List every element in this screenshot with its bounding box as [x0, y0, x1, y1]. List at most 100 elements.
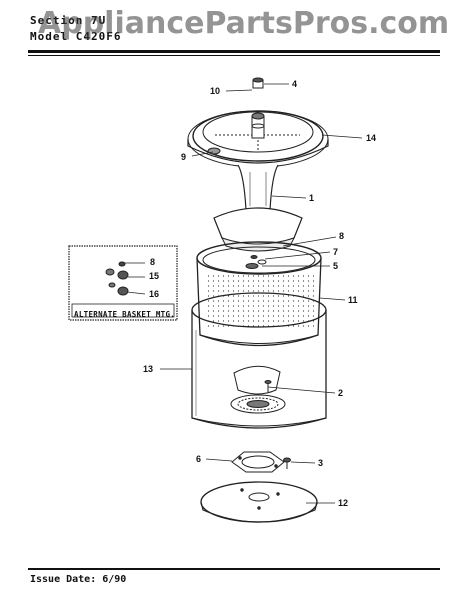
- perforation-dot: [247, 310, 250, 312]
- perforation-dot: [247, 305, 250, 307]
- perforation-dot: [247, 315, 250, 317]
- perforation-dot: [207, 300, 210, 302]
- perforation-dot: [227, 290, 230, 292]
- perforation-dot: [242, 290, 245, 292]
- perforation-dot: [207, 295, 210, 297]
- perforation-dot: [242, 315, 245, 317]
- perforation-dot: [302, 285, 305, 287]
- perforation-dot: [242, 310, 245, 312]
- perforation-dot: [252, 290, 255, 292]
- perforation-dot: [277, 305, 280, 307]
- perforation-dot: [257, 280, 260, 282]
- perforation-dot: [247, 285, 250, 287]
- perforation-dot: [312, 305, 315, 307]
- perforation-dot: [297, 315, 300, 317]
- perforation-dot: [267, 290, 270, 292]
- perforation-dot: [262, 300, 265, 302]
- perforation-dot: [217, 310, 220, 312]
- perforation-dot: [282, 275, 285, 277]
- perforation-dot: [232, 275, 235, 277]
- perforation-dot: [257, 275, 260, 277]
- perforation-dot: [287, 280, 290, 282]
- perforation-dot: [267, 320, 270, 322]
- perforation-dot: [292, 285, 295, 287]
- perforation-dot: [277, 295, 280, 297]
- perforation-dot: [297, 300, 300, 302]
- perforation-dot: [302, 290, 305, 292]
- perforation-dot: [262, 315, 265, 317]
- perforation-dot: [277, 300, 280, 302]
- perforation-dot: [272, 285, 275, 287]
- perforation-dot: [237, 315, 240, 317]
- perforation-dot: [217, 320, 220, 322]
- perforation-dot: [312, 315, 315, 317]
- perforation-dot: [302, 315, 305, 317]
- footer-rule: [28, 568, 440, 570]
- perforation-dot: [302, 325, 305, 327]
- perforation-dot: [282, 320, 285, 322]
- perforation-dot: [207, 305, 210, 307]
- part-6-gasket: [231, 451, 285, 473]
- perforation-dot: [282, 295, 285, 297]
- perforation-dot: [242, 305, 245, 307]
- perforation-dot: [262, 275, 265, 277]
- part-8-7-5-hub-hardware: [245, 255, 267, 269]
- perforation-dot: [297, 285, 300, 287]
- callout-inset-8: 8: [150, 257, 156, 267]
- perforation-dot: [222, 310, 225, 312]
- perforation-dot: [242, 300, 245, 302]
- perforation-dot: [242, 275, 245, 277]
- perforation-dot: [287, 285, 290, 287]
- perforation-dot: [307, 305, 310, 307]
- perforation-dot: [307, 325, 310, 327]
- callout-7: 7: [333, 247, 339, 257]
- perforation-dot: [312, 290, 315, 292]
- perforation-dot: [227, 285, 230, 287]
- perforation-dot: [252, 280, 255, 282]
- perforation-dot: [272, 295, 275, 297]
- callout-6: 6: [196, 454, 202, 464]
- perforation-dot: [217, 285, 220, 287]
- perforation-dot: [227, 320, 230, 322]
- perforation-dot: [267, 310, 270, 312]
- perforation-dot: [237, 275, 240, 277]
- callout-2: 2: [338, 388, 344, 398]
- perforation-dot: [257, 295, 260, 297]
- part-1-agitator: [213, 164, 303, 252]
- perforation-dot: [222, 285, 225, 287]
- perforation-dot: [262, 320, 265, 322]
- perforation-dot: [292, 325, 295, 327]
- perforation-dot: [207, 315, 210, 317]
- perforation-dot: [272, 275, 275, 277]
- perforation-dot: [237, 310, 240, 312]
- perforation-dot: [292, 290, 295, 292]
- perforation-dot: [272, 305, 275, 307]
- perforation-dot: [262, 280, 265, 282]
- perforation-dot: [207, 290, 210, 292]
- issue-date: Issue Date: 6/90: [30, 574, 127, 585]
- callout-leader-lines: [124, 83, 363, 504]
- perforation-dot: [312, 275, 315, 277]
- perforation-dot: [307, 290, 310, 292]
- perforation-dot: [312, 295, 315, 297]
- perforation-dot: [297, 275, 300, 277]
- perforation-dot: [277, 310, 280, 312]
- callout-1: 1: [309, 193, 315, 203]
- perforation-dot: [257, 315, 260, 317]
- perforation-dot: [242, 285, 245, 287]
- perforation-dot: [292, 275, 295, 277]
- perforation-dot: [307, 280, 310, 282]
- perforation-dot: [287, 300, 290, 302]
- perforation-dot: [282, 280, 285, 282]
- perforation-dot: [277, 320, 280, 322]
- perforation-dot: [257, 285, 260, 287]
- perforation-dot: [267, 285, 270, 287]
- perforation-dot: [287, 315, 290, 317]
- site-watermark: AppliancePartsPros.com: [38, 6, 450, 41]
- model-label: Model C420F6: [30, 30, 122, 43]
- perforation-dot: [282, 315, 285, 317]
- perforation-dot: [207, 275, 210, 277]
- perforation-dot: [307, 315, 310, 317]
- perforation-dot: [252, 295, 255, 297]
